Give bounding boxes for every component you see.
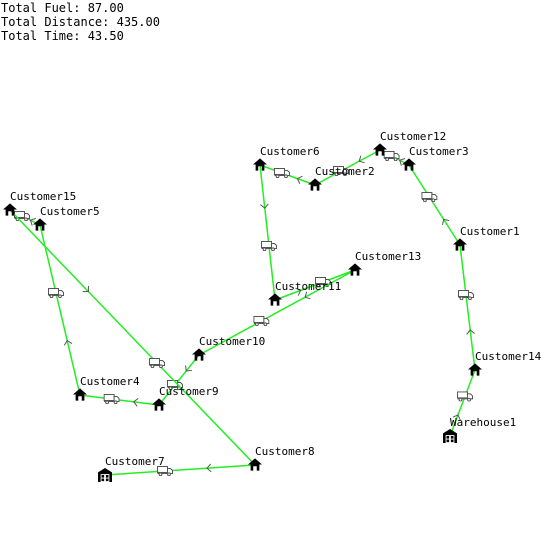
node-label: Customer1: [460, 225, 520, 238]
direction-arrow-icon: [466, 329, 475, 335]
nodes-layer: Warehouse1Customer14Customer1Customer3Cu…: [3, 130, 542, 482]
truck-icon: [103, 394, 120, 404]
direction-arrow-icon: [260, 203, 269, 209]
route-segment: [9, 209, 256, 466]
direction-arrow-icon: [82, 285, 90, 293]
map-node[interactable]: Customer8: [248, 445, 315, 471]
node-label: Customer14: [475, 350, 542, 363]
total-fuel: Total Fuel: 87.00: [1, 1, 124, 15]
truck-icon: [421, 192, 438, 202]
node-label: Customer13: [355, 250, 421, 263]
direction-arrow-icon: [185, 365, 192, 372]
node-label: Customer7: [105, 455, 165, 468]
map-node[interactable]: Customer9: [152, 385, 219, 411]
node-label: Customer11: [275, 280, 341, 293]
warehouse-icon: [443, 429, 457, 443]
node-label: Customer3: [409, 145, 469, 158]
route-segment: [314, 149, 381, 186]
map-node[interactable]: Customer7: [98, 455, 165, 482]
direction-arrow-icon: [63, 339, 73, 346]
direction-arrow-icon: [358, 155, 365, 164]
map-node[interactable]: Customer6: [253, 145, 320, 171]
route-segment: [39, 224, 81, 396]
map-node[interactable]: Customer5: [33, 205, 100, 231]
route-segment: [274, 269, 356, 301]
house-icon: [152, 398, 166, 411]
direction-arrow-icon: [206, 463, 212, 473]
route-segment: [79, 394, 160, 407]
truck-icon: [48, 288, 64, 298]
direction-arrow-icon: [452, 414, 461, 421]
map-node[interactable]: Customer4: [73, 375, 140, 401]
map-node[interactable]: Customer13: [348, 250, 421, 276]
house-icon: [268, 293, 282, 306]
route-segment: [104, 463, 256, 476]
route-segment: [259, 164, 277, 301]
node-label: Customer9: [159, 385, 219, 398]
truck-icon: [457, 391, 473, 402]
route-segment: [198, 269, 356, 356]
node-label: Customer4: [80, 375, 140, 388]
house-icon: [348, 263, 362, 276]
map-node[interactable]: Customer3: [402, 145, 469, 171]
node-label: Customer8: [255, 445, 315, 458]
map-node[interactable]: Customer2: [308, 165, 375, 191]
node-label: Customer6: [260, 145, 320, 158]
direction-arrow-icon: [295, 287, 302, 296]
total-distance: Total Distance: 435.00: [1, 15, 160, 29]
direction-arrow-icon: [133, 397, 139, 407]
route-segment: [458, 244, 476, 371]
route-segment: [379, 149, 410, 166]
node-label: Customer12: [380, 130, 446, 143]
map-node[interactable]: Customer14: [468, 350, 542, 376]
house-icon: [73, 388, 87, 401]
node-label: Customer15: [10, 190, 76, 203]
map-node[interactable]: Customer10: [192, 335, 265, 361]
house-icon: [33, 218, 47, 231]
stats-panel: Total Fuel: 87.00 Total Distance: 435.00…: [1, 1, 160, 43]
route-segment: [449, 369, 476, 437]
map-node[interactable]: Customer15: [3, 190, 76, 216]
route-segment: [158, 354, 200, 406]
route-segment: [259, 164, 316, 186]
node-label: Warehouse1: [450, 416, 516, 429]
house-icon: [468, 363, 482, 376]
node-label: Customer2: [315, 165, 375, 178]
map-node[interactable]: Customer1: [453, 225, 520, 251]
direction-arrow-icon: [304, 291, 311, 300]
truck-icon: [274, 168, 290, 178]
node-label: Customer5: [40, 205, 100, 218]
routes-layer: [9, 149, 476, 476]
map-node[interactable]: Warehouse1: [443, 416, 516, 443]
total-time: Total Time: 43.50: [1, 29, 124, 43]
house-icon: [308, 178, 322, 191]
route-segment: [408, 164, 461, 246]
truck-icon: [149, 358, 165, 368]
direction-arrow-icon: [441, 218, 450, 226]
map-node[interactable]: Customer12: [373, 130, 446, 156]
warehouse-icon: [98, 468, 112, 482]
house-icon: [402, 158, 416, 171]
direction-arrow-icon: [399, 158, 406, 166]
truck-icon: [383, 151, 400, 161]
map-node[interactable]: Customer11: [268, 280, 341, 306]
direction-arrow-icon: [29, 217, 36, 226]
route-segment: [9, 209, 41, 226]
node-label: Customer10: [199, 335, 265, 348]
house-icon: [192, 348, 206, 361]
direction-arrow-icon: [296, 175, 303, 184]
